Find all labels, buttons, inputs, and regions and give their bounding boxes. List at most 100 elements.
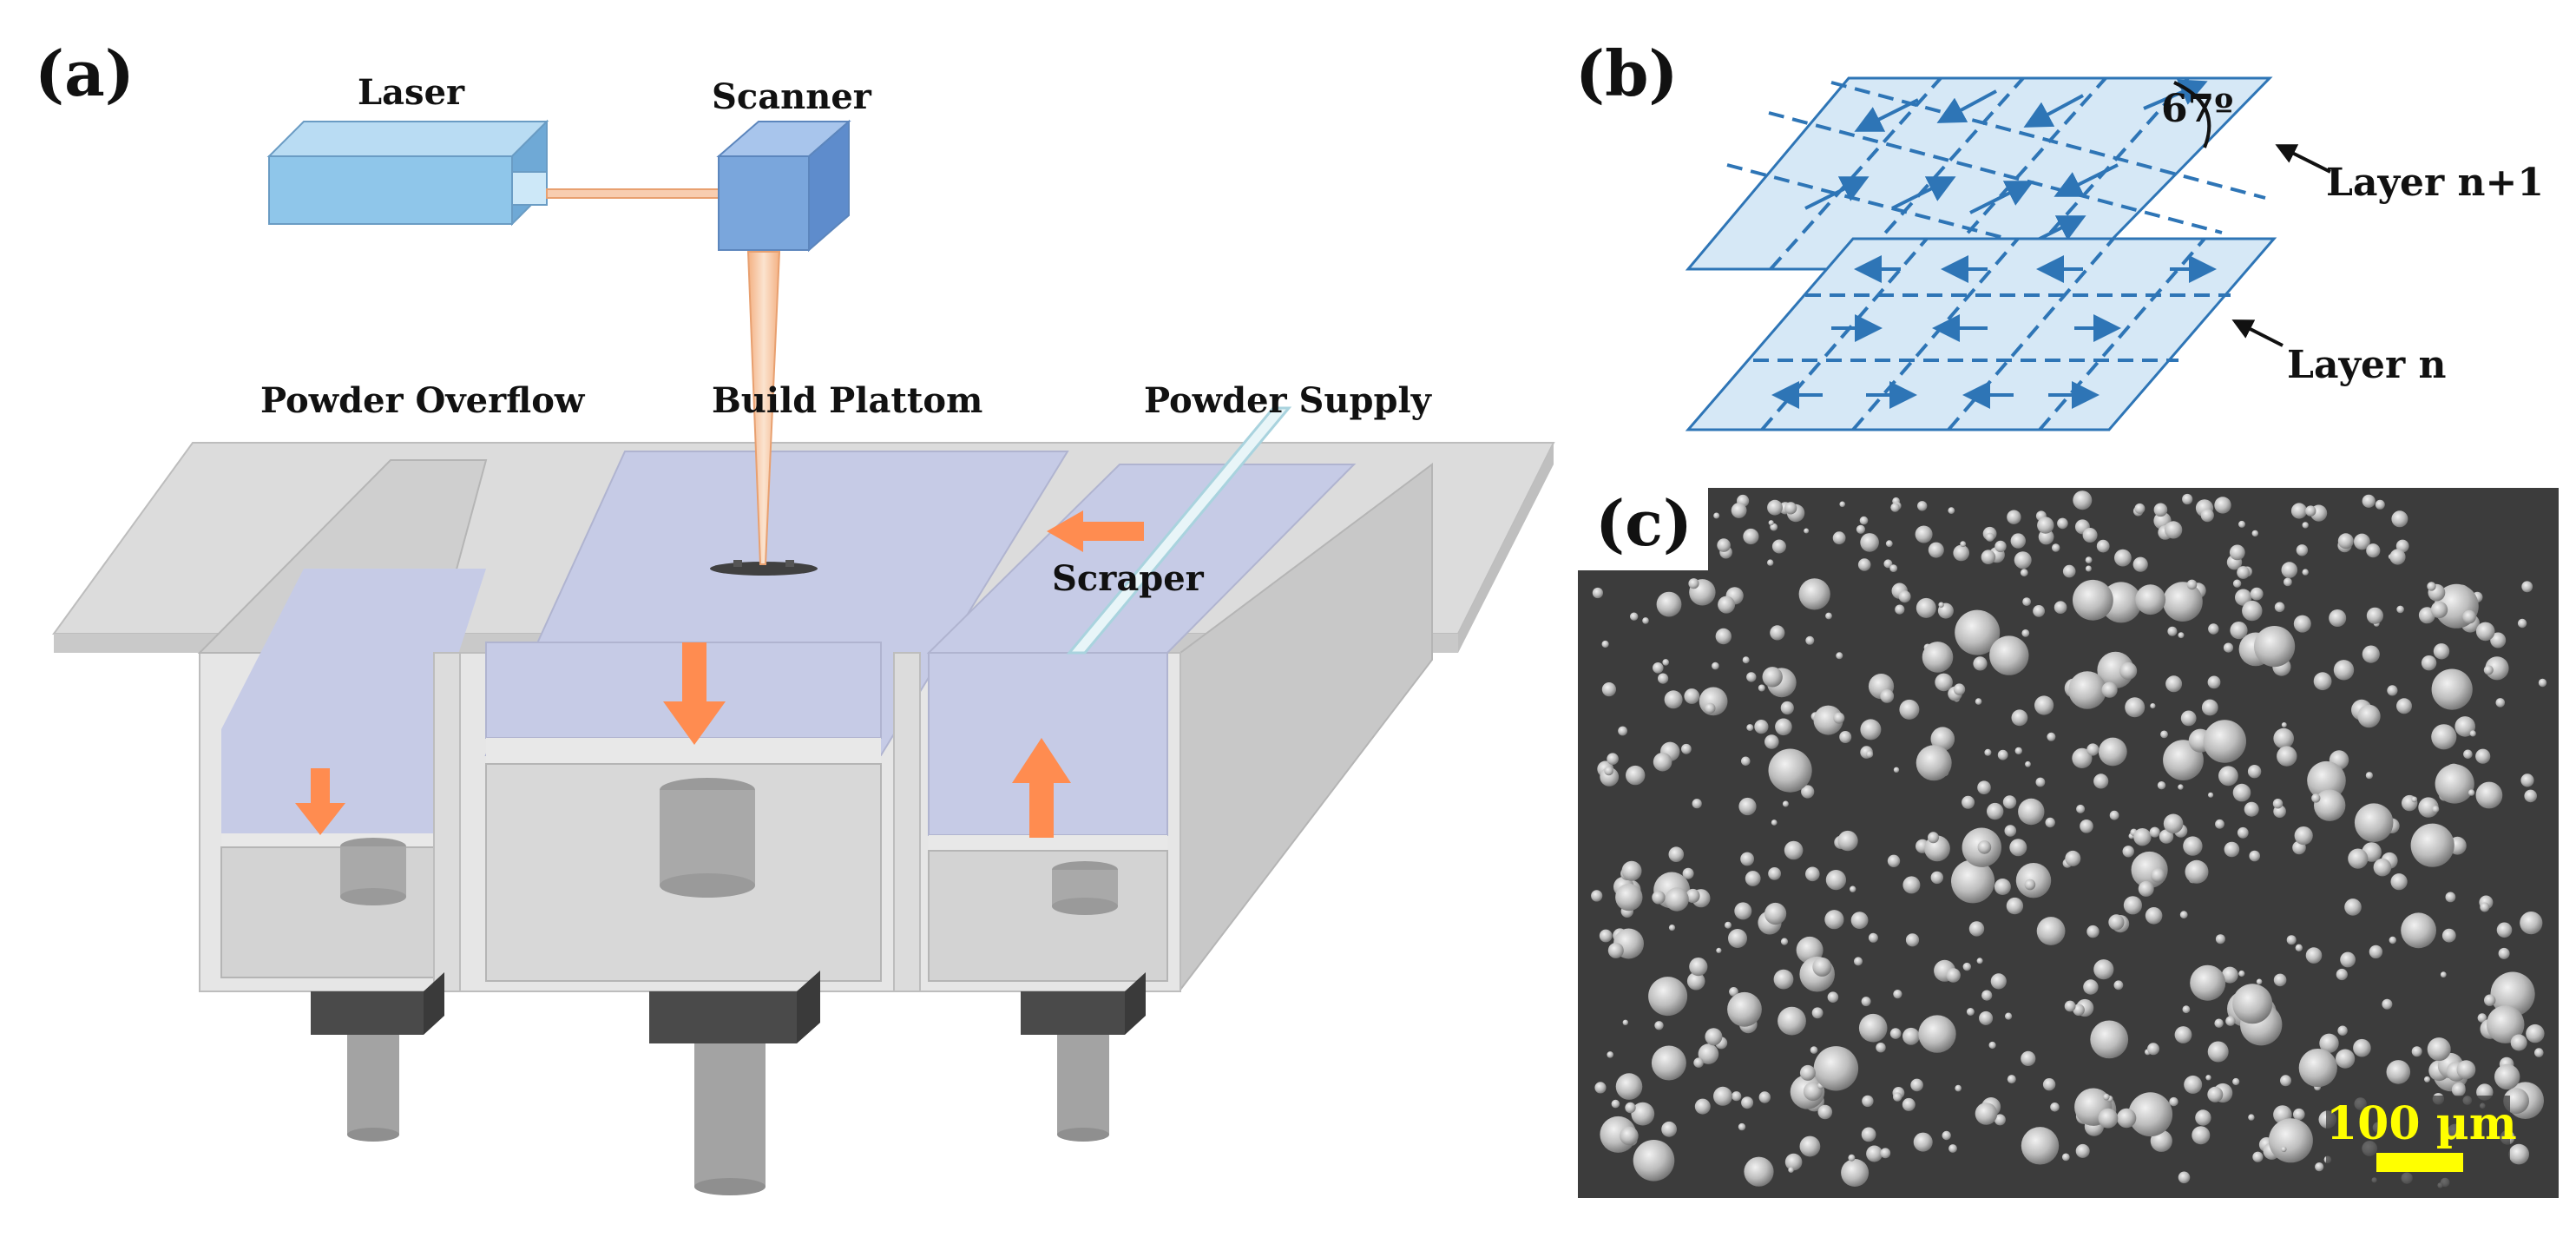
powder-particle bbox=[2128, 1092, 2173, 1137]
powder-particle bbox=[1689, 958, 1708, 977]
powder-particle bbox=[2483, 665, 2494, 675]
powder-particle bbox=[2214, 1018, 2224, 1028]
powder-particle bbox=[1692, 799, 1702, 809]
powder-particle bbox=[1746, 672, 1757, 682]
powder-particle bbox=[1825, 870, 1846, 891]
powder-particle bbox=[1799, 1064, 1816, 1081]
powder-particle bbox=[2068, 671, 2106, 709]
powder-particle bbox=[1801, 785, 1815, 799]
powder-particle bbox=[2034, 695, 2054, 715]
powder-particle bbox=[1885, 540, 1893, 548]
powder-particle bbox=[1889, 1028, 1902, 1039]
powder-particle bbox=[2411, 1046, 2422, 1057]
powder-particle bbox=[2010, 533, 2026, 549]
scraper-blade bbox=[1066, 406, 1292, 655]
powder-particle bbox=[1866, 1145, 1883, 1162]
powder-overflow-label: Powder Overflow bbox=[260, 380, 586, 421]
powder-particle bbox=[1905, 933, 1920, 947]
powder-particle bbox=[1866, 750, 1874, 758]
powder-particle bbox=[2138, 880, 2154, 897]
powder-particle bbox=[1889, 564, 1898, 572]
powder-particle bbox=[2062, 564, 2076, 578]
powder-particle bbox=[2254, 626, 2296, 668]
laser-label: Laser bbox=[358, 72, 465, 113]
powder-particle bbox=[2076, 804, 2086, 813]
powder-particle bbox=[1984, 748, 1992, 756]
layer-top-pointer bbox=[2275, 144, 2331, 174]
powder-particle bbox=[1913, 1132, 1933, 1152]
powder-particle bbox=[1928, 542, 1944, 558]
powder-particle bbox=[2273, 973, 2287, 987]
powder-particle bbox=[2432, 806, 2440, 813]
powder-particle bbox=[1953, 544, 1969, 562]
powder-particle bbox=[1994, 540, 2007, 553]
wall-right bbox=[893, 652, 921, 992]
powder-particle bbox=[1665, 887, 1689, 912]
panel-label-c-bg bbox=[1578, 488, 1708, 570]
powder-particle bbox=[2230, 622, 2248, 640]
powder-particle bbox=[2390, 873, 2408, 891]
powder-particle bbox=[2387, 685, 2398, 696]
powder-particle bbox=[1804, 528, 1810, 534]
powder-particle bbox=[1694, 1098, 1711, 1115]
powder-particle bbox=[2221, 966, 2238, 984]
powder-particle bbox=[2302, 569, 2309, 576]
powder-particle bbox=[2085, 565, 2092, 572]
powder-particle bbox=[1754, 720, 1769, 734]
powder-particle bbox=[2274, 602, 2285, 613]
powder-particle bbox=[1902, 876, 1921, 894]
powder-particle bbox=[2272, 799, 2284, 809]
powder-particle bbox=[2119, 661, 2138, 681]
powder-particle bbox=[1764, 902, 1787, 925]
powder-particle bbox=[2354, 803, 2394, 842]
powder-particle bbox=[2247, 765, 2262, 779]
powder-particle bbox=[2456, 1060, 2476, 1080]
piston-right bbox=[1021, 972, 1146, 1142]
powder-particle bbox=[2391, 510, 2408, 528]
powder-particle bbox=[1767, 559, 1774, 566]
powder-particle bbox=[2207, 1041, 2229, 1063]
powder-particle bbox=[1717, 538, 1731, 552]
powder-particle bbox=[2072, 747, 2093, 769]
powder-particle bbox=[2366, 607, 2383, 624]
powder-particle bbox=[1716, 947, 1722, 953]
powder-particle bbox=[1594, 1082, 1607, 1094]
powder-particle bbox=[2098, 737, 2127, 767]
powder-particle bbox=[2093, 773, 2109, 789]
powder-particle bbox=[2006, 897, 2024, 915]
powder-particle bbox=[2114, 549, 2132, 567]
powder-particle bbox=[1987, 802, 2004, 820]
powder-particle bbox=[1868, 932, 1878, 943]
powder-particle bbox=[2307, 760, 2346, 800]
powder-particle bbox=[1615, 1073, 1643, 1100]
powder-particle bbox=[2440, 971, 2447, 978]
powder-particle bbox=[2207, 675, 2221, 689]
powder-particle bbox=[2314, 789, 2346, 821]
powder-particle bbox=[2045, 817, 2055, 828]
powder-particle bbox=[2348, 848, 2369, 869]
powder-particle bbox=[1601, 682, 1616, 697]
powder-particle bbox=[2098, 1108, 2119, 1129]
powder-particle bbox=[2237, 566, 2251, 579]
powder-particle bbox=[2134, 503, 2146, 514]
powder-particle bbox=[1642, 617, 1649, 624]
powder-particle bbox=[1916, 745, 1952, 781]
powder-particle bbox=[1734, 902, 1752, 920]
powder-particle bbox=[2242, 600, 2263, 622]
powder-particle bbox=[2401, 912, 2437, 949]
powder-particle bbox=[1768, 520, 1774, 526]
powder-particle bbox=[1686, 971, 1705, 991]
powder-particle bbox=[1607, 942, 1624, 958]
powder-particle bbox=[2382, 998, 2393, 1010]
powder-particle bbox=[2116, 1108, 2137, 1129]
powder-particle bbox=[2061, 1153, 2070, 1162]
powder-particle bbox=[2123, 896, 2142, 915]
powder-particle bbox=[2178, 632, 2185, 639]
powder-particle bbox=[2205, 1075, 2211, 1081]
panel-label-c: (c) bbox=[1595, 486, 1692, 560]
powder-particle bbox=[1860, 533, 1879, 552]
powder-particle bbox=[1813, 705, 1843, 735]
powder-particle bbox=[2484, 994, 2496, 1006]
powder-particle bbox=[2184, 1075, 2203, 1094]
powder-particle bbox=[2007, 1075, 2016, 1084]
